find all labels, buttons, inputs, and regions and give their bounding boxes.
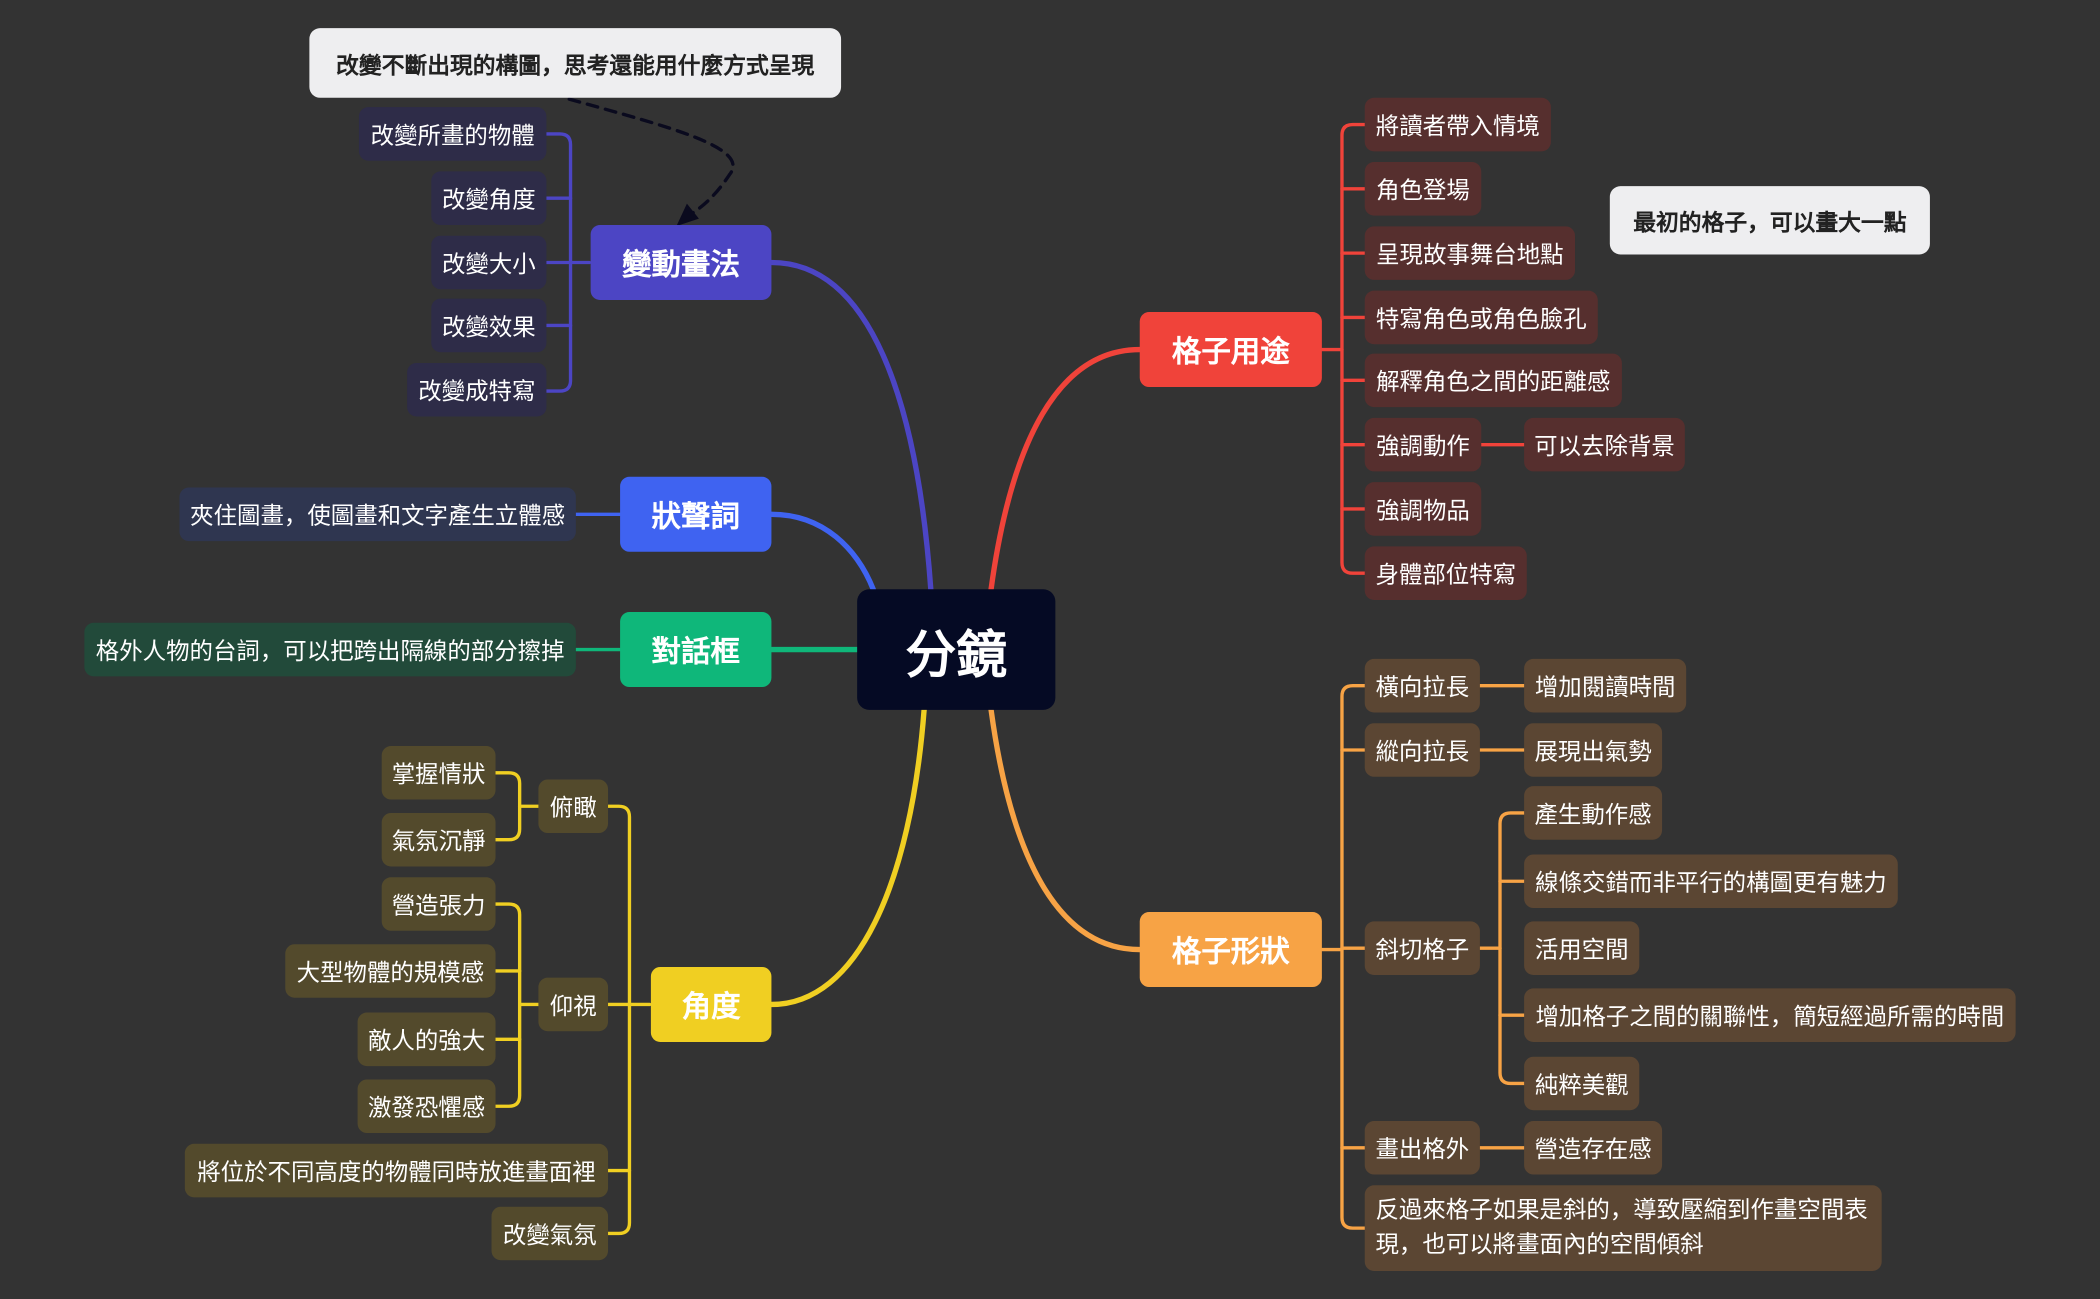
- shape-diagonal[interactable]: 斜切格子: [1364, 921, 1480, 976]
- shape-diagonal-item[interactable]: 純粹美觀: [1524, 1056, 1640, 1111]
- angle-low[interactable]: 仰視: [538, 977, 609, 1032]
- angle-item[interactable]: 改變氣氛: [491, 1206, 609, 1261]
- use-item[interactable]: 將讀者帶入情境: [1364, 97, 1551, 152]
- change-item[interactable]: 改變大小: [431, 235, 547, 290]
- branch-panel-use[interactable]: 格子用途: [1139, 312, 1322, 388]
- use-item[interactable]: 呈現故事舞台地點: [1364, 226, 1576, 280]
- angle-high-item[interactable]: 掌握情狀: [381, 745, 496, 800]
- branch-change-drawing[interactable]: 變動畫法: [590, 225, 772, 301]
- shape-outside[interactable]: 畫出格外: [1364, 1120, 1480, 1175]
- change-item[interactable]: 改變角度: [431, 171, 547, 226]
- shape-outside-child[interactable]: 營造存在感: [1524, 1120, 1663, 1175]
- use-emphasis-child[interactable]: 可以去除背景: [1524, 417, 1685, 472]
- angle-high-item[interactable]: 氣氛沉靜: [381, 812, 496, 867]
- sfx-item[interactable]: 夾住圖畫，使圖畫和文字產生立體感: [179, 487, 576, 542]
- use-item[interactable]: 身體部位特寫: [1364, 546, 1527, 601]
- use-item[interactable]: 特寫角色或角色臉孔: [1364, 290, 1598, 345]
- note-top[interactable]: 改變不斷出現的構圖，思考還能用什麼方式呈現: [309, 28, 842, 98]
- root-node[interactable]: 分鏡: [857, 589, 1056, 710]
- branch-speech-bubble[interactable]: 對話框: [620, 612, 772, 688]
- angle-high[interactable]: 俯瞰: [538, 779, 609, 834]
- shape-diagonal-item[interactable]: 線條交錯而非平行的構圖更有魅力: [1524, 854, 1898, 909]
- branch-sound-effects[interactable]: 狀聲詞: [620, 476, 772, 552]
- shape-vertical-child[interactable]: 展現出氣勢: [1524, 723, 1663, 777]
- shape-horizontal[interactable]: 橫向拉長: [1364, 658, 1480, 713]
- shape-horizontal-child[interactable]: 增加閱讀時間: [1524, 658, 1687, 713]
- note-first-panel[interactable]: 最初的格子，可以畫大一點: [1609, 186, 1930, 255]
- shape-diagonal-item[interactable]: 增加格子之間的關聯性，簡短經過所需的時間: [1524, 988, 2016, 1042]
- angle-item[interactable]: 將位於不同高度的物體同時放進畫面裡: [184, 1143, 609, 1198]
- use-item[interactable]: 強調物品: [1364, 482, 1482, 536]
- change-item[interactable]: 改變所畫的物體: [358, 107, 547, 161]
- shape-diagonal-item[interactable]: 產生動作感: [1524, 786, 1663, 840]
- angle-low-item[interactable]: 激發恐懼感: [357, 1079, 496, 1134]
- shape-vertical[interactable]: 縱向拉長: [1364, 723, 1480, 777]
- change-item[interactable]: 改變成特寫: [407, 362, 547, 417]
- angle-low-item[interactable]: 敵人的強大: [357, 1012, 496, 1067]
- change-item[interactable]: 改變效果: [431, 298, 547, 353]
- shape-diagonal-item[interactable]: 活用空間: [1524, 921, 1640, 976]
- use-item[interactable]: 角色登場: [1364, 162, 1482, 216]
- angle-low-item[interactable]: 營造張力: [381, 877, 496, 931]
- use-item[interactable]: 解釋角色之間的距離感: [1364, 353, 1622, 408]
- bubble-item[interactable]: 格外人物的台詞，可以把跨出隔線的部分擦掉: [84, 622, 576, 677]
- shape-reverse-note[interactable]: 反過來格子如果是斜的，導致壓縮到作畫空間表現，也可以將畫面內的空間傾斜: [1364, 1185, 1882, 1271]
- use-item[interactable]: 強調動作: [1364, 417, 1482, 472]
- branch-angle[interactable]: 角度: [650, 966, 772, 1042]
- angle-low-item[interactable]: 大型物體的規模感: [285, 944, 496, 998]
- branch-panel-shape[interactable]: 格子形狀: [1139, 912, 1322, 988]
